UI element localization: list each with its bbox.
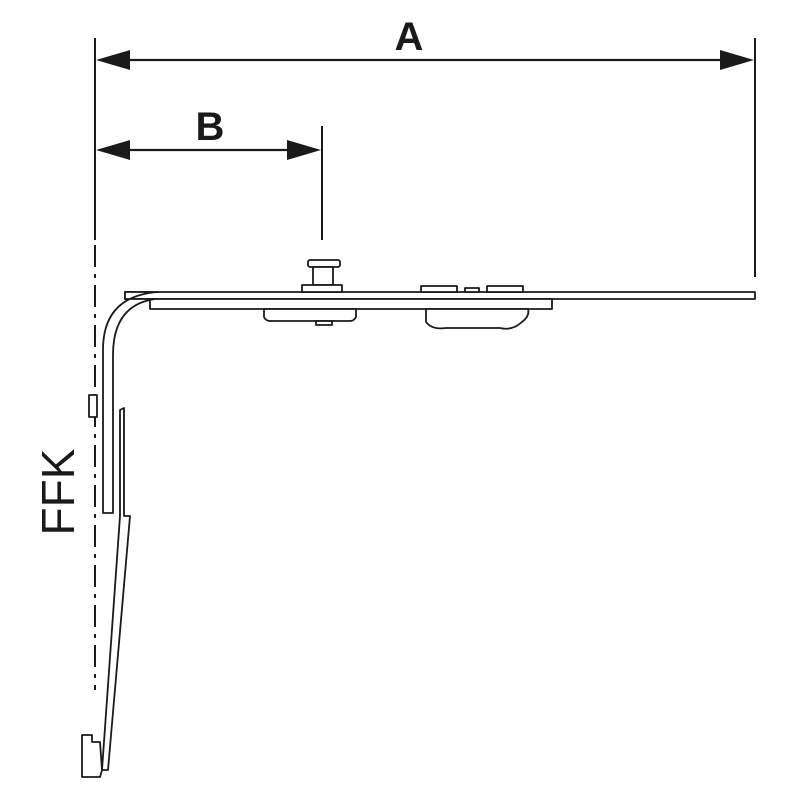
dimension-b-label: B [196,105,225,149]
top-plate [124,291,756,300]
left-washer-tip [315,320,333,326]
hinge-vertical-arm [81,394,131,778]
dimension-a-left-arrow [96,50,130,70]
pin-body [312,266,334,286]
top-right-block-2 [464,287,480,293]
bent-corner [102,291,159,514]
spring-blade [101,407,131,771]
top-right-block-3 [486,285,524,293]
dimension-b-left-arrow [96,140,130,160]
dimension-b-right-arrow [287,140,321,160]
dimension-a-label: A [395,15,424,59]
lower-washers [263,285,530,330]
inner-plate [149,298,553,310]
dimension-b: B [96,105,323,240]
pivot-pin [301,259,343,293]
spring-end-tab [81,734,103,778]
right-washer [425,308,530,330]
left-washer [263,308,357,322]
dimension-a: A [94,15,756,277]
side-tab [88,394,98,418]
top-right-block-1 [420,285,458,293]
ffk-label: FFK [32,448,84,535]
dimension-a-right-arrow [720,50,754,70]
pin-base [301,284,343,293]
pin-cap [307,259,341,268]
